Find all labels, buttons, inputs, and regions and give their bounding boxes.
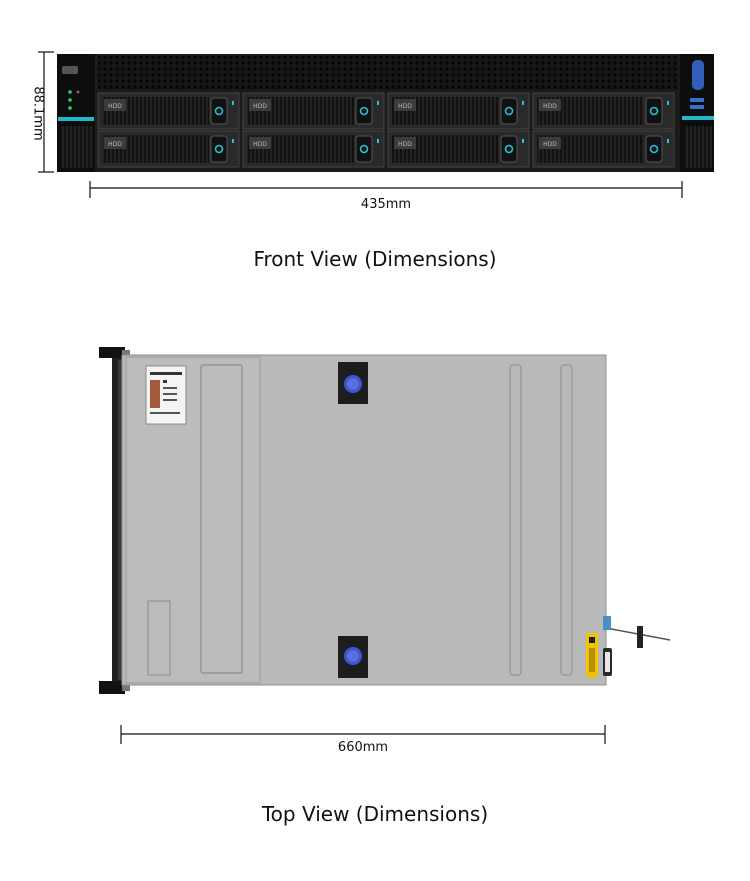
- front-view-caption: Front View (Dimensions): [253, 247, 497, 271]
- drive-bay-tag: HDD: [398, 141, 412, 148]
- drive-bay[interactable]: HDD: [532, 92, 675, 130]
- drive-bay-tag: HDD: [253, 141, 267, 148]
- drive-bay-tag: HDD: [108, 141, 122, 148]
- rear-cable-handle[interactable]: [603, 616, 671, 676]
- service-label: [145, 365, 187, 425]
- top-view-caption: Top View (Dimensions): [261, 802, 489, 826]
- width-dimension: [89, 181, 683, 198]
- drive-bay[interactable]: HDD: [97, 92, 240, 130]
- lid-latch-bottom[interactable]: [338, 636, 368, 678]
- drive-led-icon: [214, 144, 224, 154]
- drive-bay[interactable]: HDD: [242, 130, 385, 168]
- drive-bay-tag: HDD: [253, 103, 267, 110]
- drive-bay-tag: HDD: [543, 141, 557, 148]
- depth-dimension: [120, 725, 606, 744]
- drive-led-icon: [504, 106, 514, 116]
- power-button-icon[interactable]: [692, 60, 704, 90]
- drive-led-icon: [359, 144, 369, 154]
- usb-port-icon[interactable]: [690, 98, 704, 102]
- drive-bay[interactable]: HDD: [387, 130, 530, 168]
- front-vent-mesh: [98, 56, 678, 90]
- drive-bay[interactable]: HDD: [242, 92, 385, 130]
- drive-bays: HDD HDD HDD HDD HDD HDD HDD HDD: [97, 92, 675, 168]
- height-dimension-label: 88.1mm: [30, 86, 46, 141]
- lid-latch-top[interactable]: [338, 362, 368, 404]
- height-dimension: [38, 51, 54, 173]
- width-dimension-label: 435mm: [360, 197, 412, 212]
- depth-dimension-label: 660mm: [337, 740, 389, 755]
- top-ear-top: [99, 347, 125, 358]
- drive-led-icon: [359, 106, 369, 116]
- drive-led-icon: [214, 106, 224, 116]
- warning-label: [586, 633, 598, 677]
- drive-led-icon: [649, 106, 659, 116]
- left-rack-ear: [57, 54, 95, 172]
- top-front-bezel: [112, 355, 122, 685]
- drive-bay-tag: HDD: [398, 103, 412, 110]
- drive-bay[interactable]: HDD: [97, 130, 240, 168]
- drive-led-icon: [504, 144, 514, 154]
- drive-bay-tag: HDD: [543, 103, 557, 110]
- front-view-server: HDD HDD HDD HDD HDD HDD HDD HDD: [57, 54, 714, 172]
- drive-bay[interactable]: HDD: [532, 130, 675, 168]
- right-rack-ear: [680, 54, 714, 172]
- top-view-server: [99, 347, 671, 694]
- drive-bay-tag: HDD: [108, 103, 122, 110]
- drive-bay[interactable]: HDD: [387, 92, 530, 130]
- top-ear-bottom: [99, 681, 125, 694]
- drive-led-icon: [649, 144, 659, 154]
